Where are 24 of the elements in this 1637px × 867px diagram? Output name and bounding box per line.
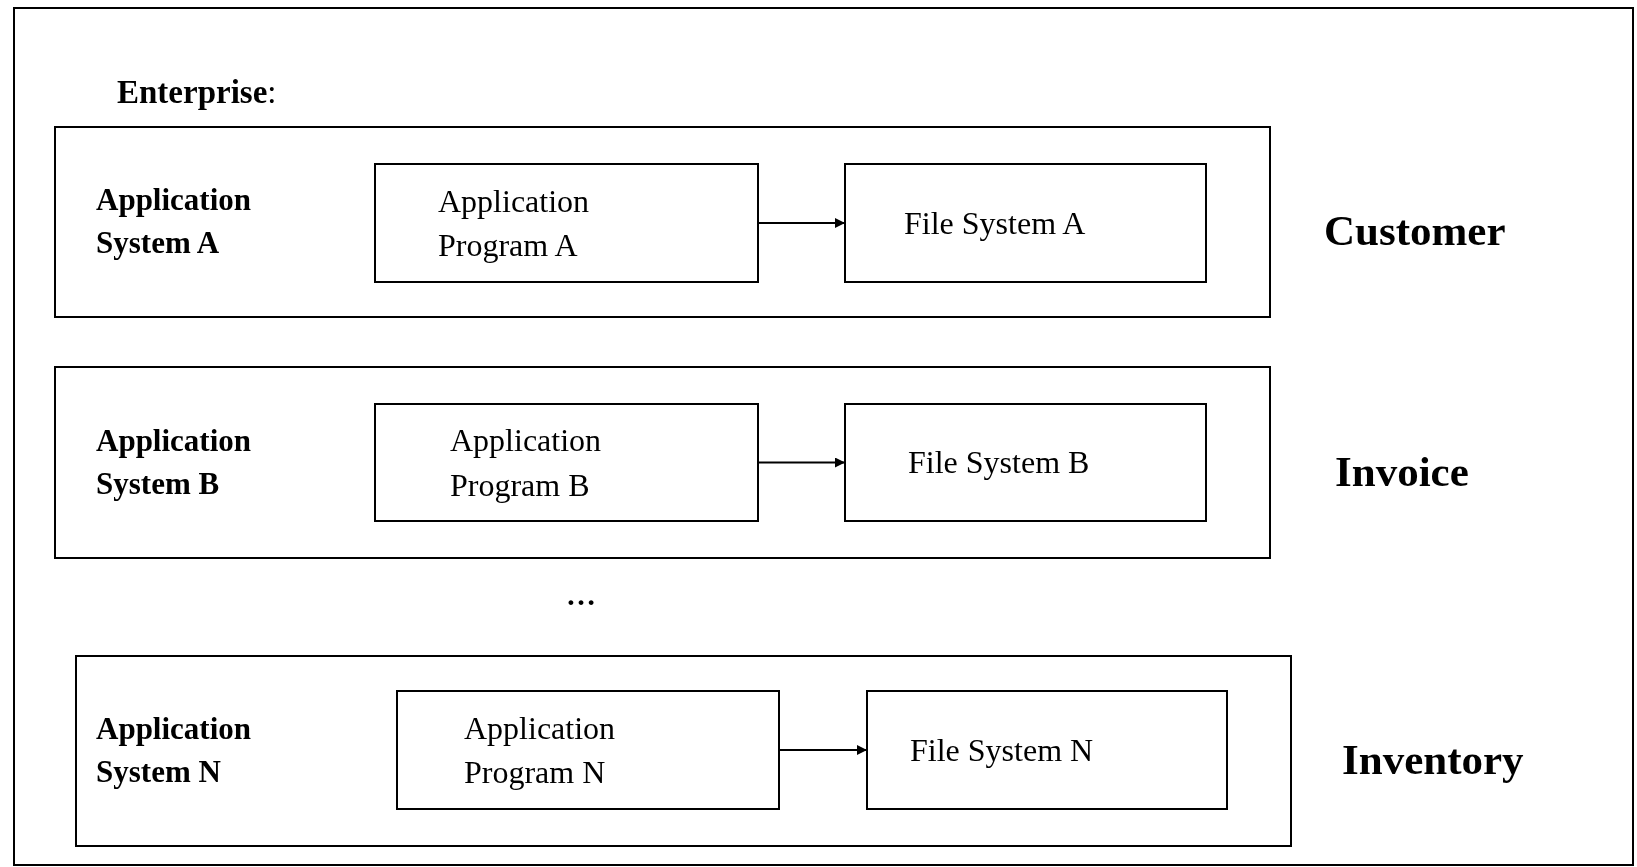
file-system-box bbox=[866, 690, 1228, 810]
box-label: Application System A bbox=[96, 181, 253, 262]
box-label: File System N bbox=[910, 730, 1094, 770]
row-label: Customer bbox=[1324, 205, 1506, 255]
box-label: File System A bbox=[904, 203, 1086, 243]
box-label: File System B bbox=[908, 443, 1090, 483]
application-program-box bbox=[374, 163, 759, 283]
arrow bbox=[758, 218, 845, 228]
arrow bbox=[758, 457, 845, 468]
ellipsis-label: … bbox=[566, 578, 596, 612]
file-system-box bbox=[844, 163, 1207, 283]
file-system-box bbox=[844, 403, 1207, 522]
box-label: Application System B bbox=[96, 421, 253, 503]
row-label: Invoice bbox=[1335, 446, 1469, 495]
box-label: Application System N bbox=[96, 710, 253, 791]
arrow bbox=[779, 745, 867, 755]
row-label: Inventory bbox=[1342, 734, 1524, 784]
box-label: Application Program A bbox=[438, 181, 591, 265]
application-program-box bbox=[396, 690, 780, 810]
box-label: Application Program N bbox=[464, 708, 617, 792]
enterprise-heading: Enterprise: bbox=[117, 74, 277, 111]
enterprise-frame bbox=[13, 7, 1634, 866]
application-program-box bbox=[374, 403, 759, 522]
box-label: Application Program B bbox=[450, 421, 603, 505]
